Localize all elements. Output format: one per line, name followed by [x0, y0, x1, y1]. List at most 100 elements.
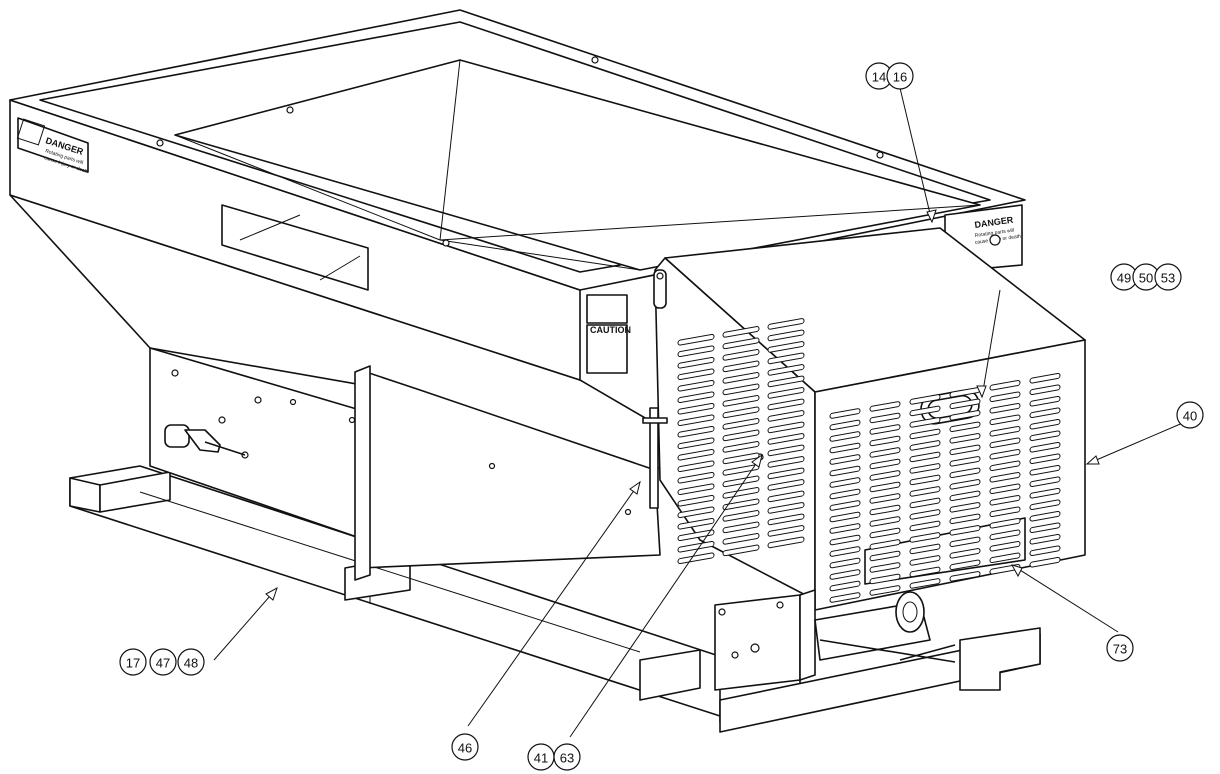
- vent-slot: [677, 402, 715, 415]
- vent-slot: [767, 387, 805, 399]
- vent-slot: [1029, 545, 1061, 556]
- vent-slot: [1029, 487, 1061, 499]
- svg-text:14: 14: [872, 70, 886, 85]
- callout-balloon-41: 41: [527, 743, 555, 771]
- callout-balloon-16: 16: [886, 62, 914, 90]
- vent-slot: [989, 380, 1021, 391]
- vent-slot: [1029, 464, 1061, 476]
- svg-text:17: 17: [126, 656, 140, 671]
- vent-slot: [767, 456, 805, 468]
- vent-slot: [767, 502, 805, 514]
- callout-balloon-46: 46: [451, 733, 479, 761]
- vent-slot: [1029, 522, 1061, 533]
- vent-slot: [869, 481, 901, 493]
- vent-slot: [722, 521, 760, 534]
- callout-balloon-47: 47: [149, 648, 177, 676]
- vent-slot: [989, 541, 1021, 552]
- vent-slot: [949, 490, 981, 502]
- motor-assembly: [714, 589, 956, 691]
- vent-slot: [1029, 476, 1061, 487]
- vent-slot: [869, 504, 901, 516]
- vent-slot: [677, 483, 715, 496]
- vent-slot: [829, 454, 861, 465]
- vent-slot: [722, 544, 760, 557]
- vent-slot: [722, 337, 760, 350]
- vent-slot: [677, 552, 715, 565]
- vent-slot: [949, 525, 981, 536]
- vent-slot: [677, 379, 715, 392]
- vent-slot: [767, 433, 805, 445]
- vent-slot: [949, 433, 981, 444]
- vent-slot: [869, 401, 901, 412]
- vent-slot: [989, 437, 1021, 449]
- vent-slot: [869, 562, 901, 573]
- vent-slot: [677, 356, 715, 369]
- vent-slot: [829, 488, 861, 500]
- vent-slot: [949, 513, 981, 525]
- vent-slot: [767, 329, 805, 342]
- callout-balloon-48: 48: [177, 648, 205, 676]
- vent-slot: [677, 460, 715, 473]
- vent-slot: [829, 477, 861, 488]
- vent-slot: [989, 495, 1021, 506]
- vent-slot: [829, 592, 861, 603]
- vent-slot: [767, 479, 805, 491]
- vent-slot: [909, 497, 941, 509]
- drive-guard: [642, 227, 1086, 611]
- vent-slot: [677, 333, 715, 346]
- vent-slot: [909, 451, 941, 463]
- vent-slot: [909, 555, 941, 566]
- vent-slot: [767, 352, 805, 365]
- vent-slot: [869, 585, 901, 596]
- vent-slot: [829, 511, 861, 523]
- vent-slot: [677, 529, 715, 542]
- vent-slot: [677, 471, 715, 484]
- vent-slot: [949, 571, 981, 582]
- vent-slot: [989, 449, 1021, 460]
- vent-slot: [949, 410, 981, 421]
- vent-slot: [722, 383, 760, 396]
- vent-slot: [989, 403, 1021, 414]
- vent-slot: [829, 419, 861, 431]
- vent-slot: [869, 424, 901, 435]
- vent-slot: [829, 465, 861, 477]
- vent-slot: [722, 406, 760, 419]
- vent-slot: [949, 479, 981, 490]
- vent-slot: [767, 444, 805, 457]
- vent-slot: [677, 517, 715, 530]
- vent-slot: [989, 518, 1021, 529]
- svg-text:Rotating parts will: Rotating parts will: [974, 228, 1014, 239]
- vent-slot: [722, 429, 760, 442]
- callout-balloon-73: 73: [1106, 634, 1134, 662]
- vent-slot: [677, 414, 715, 427]
- vent-slot: [949, 456, 981, 467]
- vent-slot: [869, 527, 901, 539]
- vent-slot: [869, 539, 901, 550]
- vent-slot: [1029, 533, 1061, 545]
- vent-slot: [909, 543, 941, 555]
- vent-slot: [909, 520, 941, 532]
- svg-text:16: 16: [893, 70, 907, 85]
- vent-slot: [869, 493, 901, 504]
- vent-slot: [909, 428, 941, 440]
- vent-slot: [989, 391, 1021, 403]
- vent-slot: [722, 326, 760, 338]
- vent-slot: [909, 509, 941, 520]
- vent-slot: [1029, 407, 1061, 418]
- vent-slot: [767, 410, 805, 422]
- vent-slot: [829, 500, 861, 511]
- vent-slot: [722, 360, 760, 373]
- vent-slot: [829, 557, 861, 569]
- vent-slot: [949, 559, 981, 571]
- vent-slot: [829, 580, 861, 592]
- vent-slot: [909, 474, 941, 486]
- hopper-body: CAUTION: [9, 9, 1026, 581]
- svg-text:48: 48: [184, 656, 198, 671]
- vent-slot: [1029, 453, 1061, 464]
- vent-slot: [767, 318, 805, 330]
- vent-slot: [1029, 510, 1061, 522]
- vent-slot: [989, 460, 1021, 472]
- vent-slot: [909, 578, 941, 589]
